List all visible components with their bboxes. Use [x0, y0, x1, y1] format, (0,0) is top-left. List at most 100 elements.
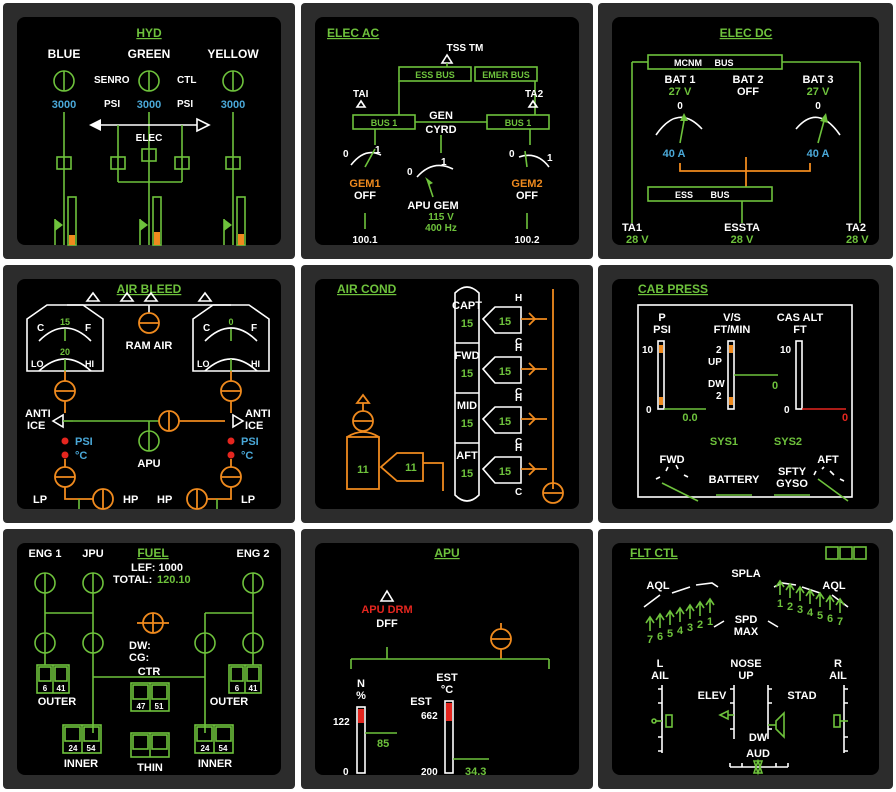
- aft-outflow-valve-icon: [813, 466, 849, 502]
- total-value: 120.10: [157, 574, 191, 586]
- spoiler-number: 2: [787, 601, 793, 613]
- duct-capt[interactable]: 15: [481, 306, 522, 334]
- eng1-fuel-pump-icon[interactable]: [34, 572, 56, 594]
- svg-text:15: 15: [499, 316, 511, 328]
- fuel-title[interactable]: FUEL: [137, 546, 168, 560]
- jpu-fuel-pump-icon[interactable]: [82, 572, 104, 594]
- right-outer-pump-icon[interactable]: [242, 632, 264, 654]
- x-bleed-valve-icon[interactable]: [158, 410, 180, 432]
- duct-mid[interactable]: 15: [481, 406, 522, 434]
- est-value: 34.3: [465, 766, 486, 778]
- apu-bleed-valve-icon[interactable]: [138, 430, 160, 452]
- spoiler-arrow-icon: [655, 612, 665, 628]
- emer-bus-label: EMER BUS: [482, 70, 530, 80]
- cas-alt-scale: [795, 340, 803, 410]
- ft-label: FT: [793, 324, 807, 336]
- vs-up-2: 2: [716, 345, 722, 356]
- x-feed-valve-icon[interactable]: [142, 612, 164, 634]
- right-bleed-valve-icon[interactable]: [220, 380, 242, 402]
- right-inner-tank: [194, 724, 234, 754]
- hyd-senro-label: SENRO: [94, 75, 130, 86]
- duct-aft[interactable]: 15: [481, 456, 522, 484]
- apu-gen-zero: 0: [407, 167, 413, 178]
- sys2-label[interactable]: SYS2: [774, 436, 802, 448]
- spoiler-arrow-icon: [775, 579, 785, 595]
- stad-label: STAD: [787, 690, 816, 702]
- right-pack-outline: [192, 304, 270, 372]
- hyd-green-reservoir: [139, 196, 162, 246]
- gen2-zero: 0: [509, 149, 515, 160]
- right-anti-label: ANTI: [245, 408, 271, 420]
- spoiler-number: 4: [807, 607, 814, 619]
- pct-label: %: [356, 690, 366, 702]
- spoiler-number: 2: [697, 619, 703, 631]
- svg-text:C: C: [515, 437, 522, 448]
- left-outer-pump-icon[interactable]: [34, 632, 56, 654]
- left-press-20: 20: [60, 347, 70, 357]
- est2-label: EST: [410, 696, 432, 708]
- hyd-yellow-reservoir: [223, 196, 246, 246]
- sfty-label: SFTY: [778, 466, 807, 478]
- cab-press-title[interactable]: CAB PRESS: [638, 282, 708, 296]
- air-cond-screen: AIR COND CAPT 15 FWD 15 MID 15 AFT 15 15…: [315, 279, 579, 509]
- eng2-fuel-pump-icon[interactable]: [242, 572, 264, 594]
- right-psi-indicator: [227, 437, 235, 445]
- vs-value: 0: [772, 380, 778, 392]
- spoiler-arrow-icon: [645, 615, 655, 631]
- sys1-label[interactable]: SYS1: [710, 436, 738, 448]
- n-122: 122: [333, 717, 350, 728]
- right-inner-pump-icon[interactable]: [194, 632, 216, 654]
- elec-dc-panel: ELEC DC MCNM BUS BAT 1 BAT 2 BAT 3 27 V …: [598, 3, 893, 259]
- center-val2: 51: [155, 702, 164, 711]
- apu-bleed-valve-icon[interactable]: [490, 628, 512, 650]
- total-label: TOTAL:: [113, 574, 152, 586]
- left-lp-label: LP: [33, 494, 47, 506]
- elec-ac-title[interactable]: ELEC AC: [327, 26, 380, 40]
- left-lp-valve-icon[interactable]: [54, 466, 76, 488]
- dff-label: DFF: [376, 618, 398, 630]
- essta-label: ESSTA: [724, 222, 760, 234]
- r-label: R: [834, 658, 842, 670]
- ess-bus-box[interactable]: [398, 66, 472, 82]
- left-inner-pump-icon[interactable]: [82, 632, 104, 654]
- elec-dc-title[interactable]: ELEC DC: [720, 26, 773, 40]
- svg-text:H: H: [515, 443, 522, 454]
- zone-aft-label: AFT: [456, 450, 478, 462]
- flt-ctl-title[interactable]: FLT CTL: [630, 546, 678, 560]
- hyd-green-pump-icon[interactable]: [138, 70, 160, 92]
- hyd-elec-label: ELEC: [136, 133, 163, 144]
- hyd-blue-pump-icon[interactable]: [53, 70, 75, 92]
- center-val1: 47: [137, 702, 146, 711]
- duct-fwd[interactable]: 15: [481, 356, 522, 384]
- pack-valve-icon[interactable]: [352, 410, 374, 432]
- gen1-zero: 0: [343, 149, 349, 160]
- left-bleed-valve-icon[interactable]: [54, 380, 76, 402]
- ram-air-label: RAM AIR: [126, 340, 173, 352]
- emer-bus-box[interactable]: [474, 66, 538, 82]
- hyd-panel: HYD BLUE GREEN YELLOW SENRO CTL 3000 PSI…: [3, 3, 295, 259]
- left-temp-15: 15: [60, 317, 70, 327]
- ram-air-valve-icon[interactable]: [138, 312, 160, 334]
- right-lp-valve-icon[interactable]: [220, 466, 242, 488]
- bat1-label: BAT 1: [665, 74, 696, 86]
- air-bleed-title[interactable]: AIR BLEED: [117, 282, 182, 296]
- air-cond-title[interactable]: AIR COND: [337, 282, 397, 296]
- elec-ac-panel: ELEC AC TSS TM ESS BUS EMER BUS TAI TA2 …: [301, 3, 593, 259]
- right-outer-val2: 41: [249, 684, 258, 693]
- cas-alt-label: CAS ALT: [777, 312, 824, 324]
- left-degc-label: °C: [75, 450, 87, 462]
- apu-title[interactable]: APU: [434, 546, 459, 560]
- pack-outline: [346, 431, 380, 490]
- ess-bus-box[interactable]: [647, 186, 773, 202]
- hyd-yellow-pump-icon[interactable]: [222, 70, 244, 92]
- ta2-arrow-icon: [527, 99, 539, 108]
- fuel-panel: ENG 1 JPU FUEL ENG 2 LEF: 1000 TOTAL: 12…: [3, 529, 295, 789]
- trim-air-valve-icon[interactable]: [542, 482, 564, 504]
- hyd-yellow-pressure: 3000: [221, 99, 245, 111]
- left-hp-valve-icon[interactable]: [92, 488, 114, 510]
- aud-label: AUD: [746, 748, 770, 760]
- pack-left-value: 11: [357, 464, 369, 476]
- right-hp-valve-icon[interactable]: [186, 488, 208, 510]
- hyd-title[interactable]: HYD: [136, 26, 162, 40]
